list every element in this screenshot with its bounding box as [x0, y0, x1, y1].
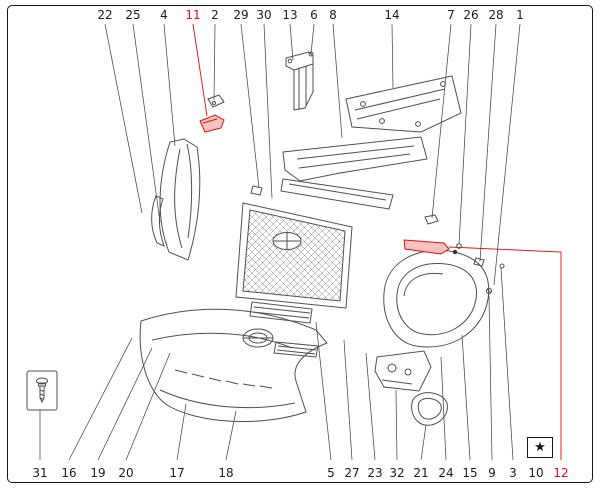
callout-28[interactable]: 28	[488, 8, 504, 22]
callout-3[interactable]: 3	[509, 466, 517, 480]
callout-26[interactable]: 26	[463, 8, 479, 22]
part-fog-bracket	[374, 350, 432, 392]
leader-lines	[39, 23, 521, 461]
callout-24[interactable]: 24	[438, 466, 454, 480]
fastener-box	[26, 370, 58, 411]
callout-14[interactable]: 14	[384, 8, 400, 22]
callout-4[interactable]: 4	[160, 8, 168, 22]
callout-11[interactable]: 11	[185, 8, 201, 22]
part-lower-valance	[139, 308, 328, 422]
callout-10[interactable]: 10	[528, 466, 544, 480]
callout-7[interactable]: 7	[447, 8, 455, 22]
callout-5[interactable]: 5	[327, 466, 335, 480]
part-mid-shield	[282, 136, 428, 182]
callout-23[interactable]: 23	[367, 466, 383, 480]
callout-12[interactable]: 12	[553, 466, 569, 480]
callout-21[interactable]: 21	[413, 466, 429, 480]
part-lower-trim-strip	[249, 301, 313, 324]
part-underbody-shield	[345, 75, 462, 133]
callout-1[interactable]: 1	[516, 8, 524, 22]
part-gasket	[411, 392, 448, 426]
callout-15[interactable]: 15	[462, 466, 478, 480]
part-clip-2	[207, 94, 225, 108]
callout-20[interactable]: 20	[118, 466, 134, 480]
part-headlamp-bezel	[383, 249, 490, 348]
callout-19[interactable]: 19	[90, 466, 106, 480]
callout-13[interactable]: 13	[282, 8, 298, 22]
callout-16[interactable]: 16	[61, 466, 77, 480]
part-fender-liner	[151, 138, 201, 261]
callout-22[interactable]: 22	[97, 8, 113, 22]
callout-8[interactable]: 8	[329, 8, 337, 22]
callout-6[interactable]: 6	[310, 8, 318, 22]
callout-27[interactable]: 27	[344, 466, 360, 480]
part-bumper-reinforcement	[250, 178, 394, 210]
callout-32[interactable]: 32	[389, 466, 405, 480]
star-icon: ★	[534, 440, 546, 455]
part-grille-slat	[273, 341, 319, 358]
parts-group	[26, 51, 505, 426]
callout-30[interactable]: 30	[256, 8, 272, 22]
part-grille	[235, 202, 353, 309]
part-bracket-12-highlighted	[403, 239, 450, 255]
highlight-leader-lines	[192, 23, 562, 460]
star-marker-box: ★	[527, 437, 553, 458]
part-bracket-11-highlighted	[199, 114, 225, 133]
callout-17[interactable]: 17	[169, 466, 185, 480]
callout-31[interactable]: 31	[32, 466, 48, 480]
part-small-fasteners	[424, 214, 505, 295]
callout-18[interactable]: 18	[218, 466, 234, 480]
callout-2[interactable]: 2	[211, 8, 219, 22]
screw-icon	[36, 377, 48, 404]
part-center-bracket	[285, 51, 314, 111]
callout-29[interactable]: 29	[233, 8, 249, 22]
callout-9[interactable]: 9	[488, 466, 496, 480]
callout-25[interactable]: 25	[125, 8, 141, 22]
